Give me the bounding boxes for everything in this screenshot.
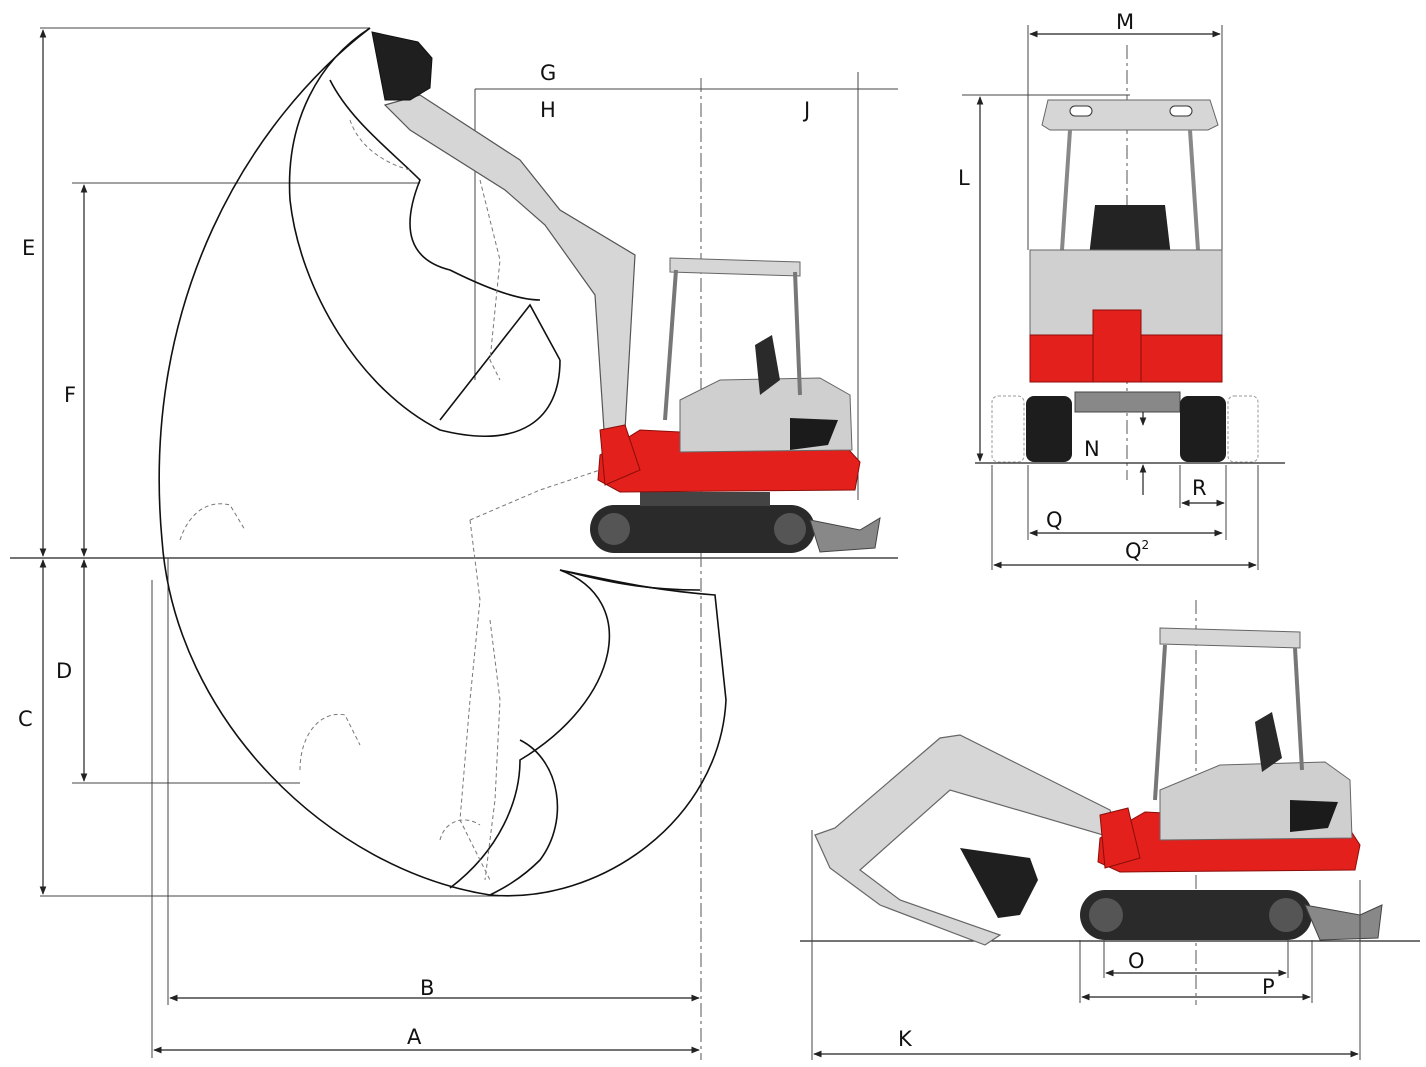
undercarriage bbox=[640, 492, 770, 506]
label-q: Q bbox=[1046, 508, 1063, 532]
label-q2: Q2 bbox=[1125, 538, 1149, 563]
outer-reach-envelope bbox=[158, 27, 727, 897]
dozer-blade bbox=[809, 517, 881, 553]
front-canopy-roof bbox=[1041, 99, 1219, 131]
label-d: D bbox=[56, 659, 72, 683]
boom-and-arm bbox=[383, 94, 636, 447]
front-swing-bracket bbox=[1092, 309, 1142, 383]
front-track-right bbox=[1180, 396, 1226, 462]
transport-canopy-roof bbox=[1159, 627, 1301, 649]
label-n: N bbox=[1084, 437, 1100, 461]
swing-bracket bbox=[599, 424, 641, 486]
transport-cover-vent bbox=[1290, 800, 1338, 832]
front-track-right-extended bbox=[1227, 395, 1259, 463]
label-h: H bbox=[540, 98, 556, 122]
label-f: F bbox=[64, 383, 76, 407]
ghost-arm-mid bbox=[479, 179, 501, 381]
front-blade-frame bbox=[1074, 391, 1181, 413]
left-work-light bbox=[1069, 105, 1093, 117]
front-post-right bbox=[1188, 129, 1200, 251]
sprocket-wheel bbox=[774, 513, 806, 545]
bucket-curl-envelope-upper bbox=[329, 79, 541, 301]
lower-swing-envelope bbox=[559, 569, 701, 591]
label-b: B bbox=[420, 976, 434, 1000]
folded-boom bbox=[814, 734, 1121, 946]
transport-view: O P K bbox=[800, 600, 1420, 1060]
front-track-left-extended bbox=[991, 395, 1025, 463]
label-p: P bbox=[1262, 975, 1275, 999]
working-range-view: E F C D G H J B A bbox=[10, 27, 898, 1060]
front-post-left bbox=[1060, 129, 1072, 251]
cover-vent bbox=[790, 418, 838, 450]
ghost-bucket-top bbox=[349, 119, 411, 171]
front-track-left bbox=[1026, 396, 1072, 462]
front-view: M L N R Q Q2 bbox=[958, 10, 1285, 570]
inner-reach-envelope bbox=[288, 27, 561, 437]
ghost-boom-lower bbox=[469, 469, 601, 521]
label-e: E bbox=[22, 236, 35, 260]
bucket-curl-envelope-lower bbox=[489, 739, 559, 896]
ghost-bucket-low bbox=[299, 713, 361, 771]
ghost-bucket-left bbox=[179, 503, 246, 541]
label-a: A bbox=[407, 1025, 422, 1049]
right-work-light bbox=[1169, 105, 1193, 117]
transport-swing-bracket bbox=[1099, 807, 1141, 869]
track bbox=[590, 505, 815, 553]
ghost-arm-lower-2 bbox=[484, 619, 501, 881]
folded-bucket bbox=[960, 848, 1038, 918]
transport-post-front bbox=[1153, 644, 1167, 801]
label-r: R bbox=[1192, 476, 1207, 500]
label-j: J bbox=[802, 98, 810, 122]
label-o: O bbox=[1128, 949, 1145, 973]
transport-post-rear bbox=[1293, 647, 1304, 771]
bucket-top bbox=[371, 31, 433, 101]
transport-idler bbox=[1089, 898, 1123, 932]
ghost-arm-lower bbox=[459, 519, 491, 881]
canopy-post-front bbox=[663, 269, 678, 421]
ghost-bucket-bottom bbox=[439, 819, 481, 841]
idler-wheel bbox=[598, 513, 630, 545]
label-g: G bbox=[540, 61, 556, 85]
transport-sprocket bbox=[1269, 898, 1303, 932]
label-l: L bbox=[958, 166, 970, 190]
excavator-side-view bbox=[590, 257, 881, 553]
transport-track bbox=[1080, 890, 1312, 940]
label-k: K bbox=[898, 1027, 913, 1051]
label-c: C bbox=[18, 707, 33, 731]
transport-dozer-blade bbox=[1304, 904, 1383, 941]
operator-seat bbox=[755, 335, 780, 395]
canopy-roof bbox=[669, 257, 801, 277]
canopy-post-rear bbox=[793, 271, 802, 396]
mid-bucket-swing bbox=[439, 303, 561, 421]
transport-seat bbox=[1255, 712, 1282, 772]
label-m: M bbox=[1116, 10, 1134, 34]
